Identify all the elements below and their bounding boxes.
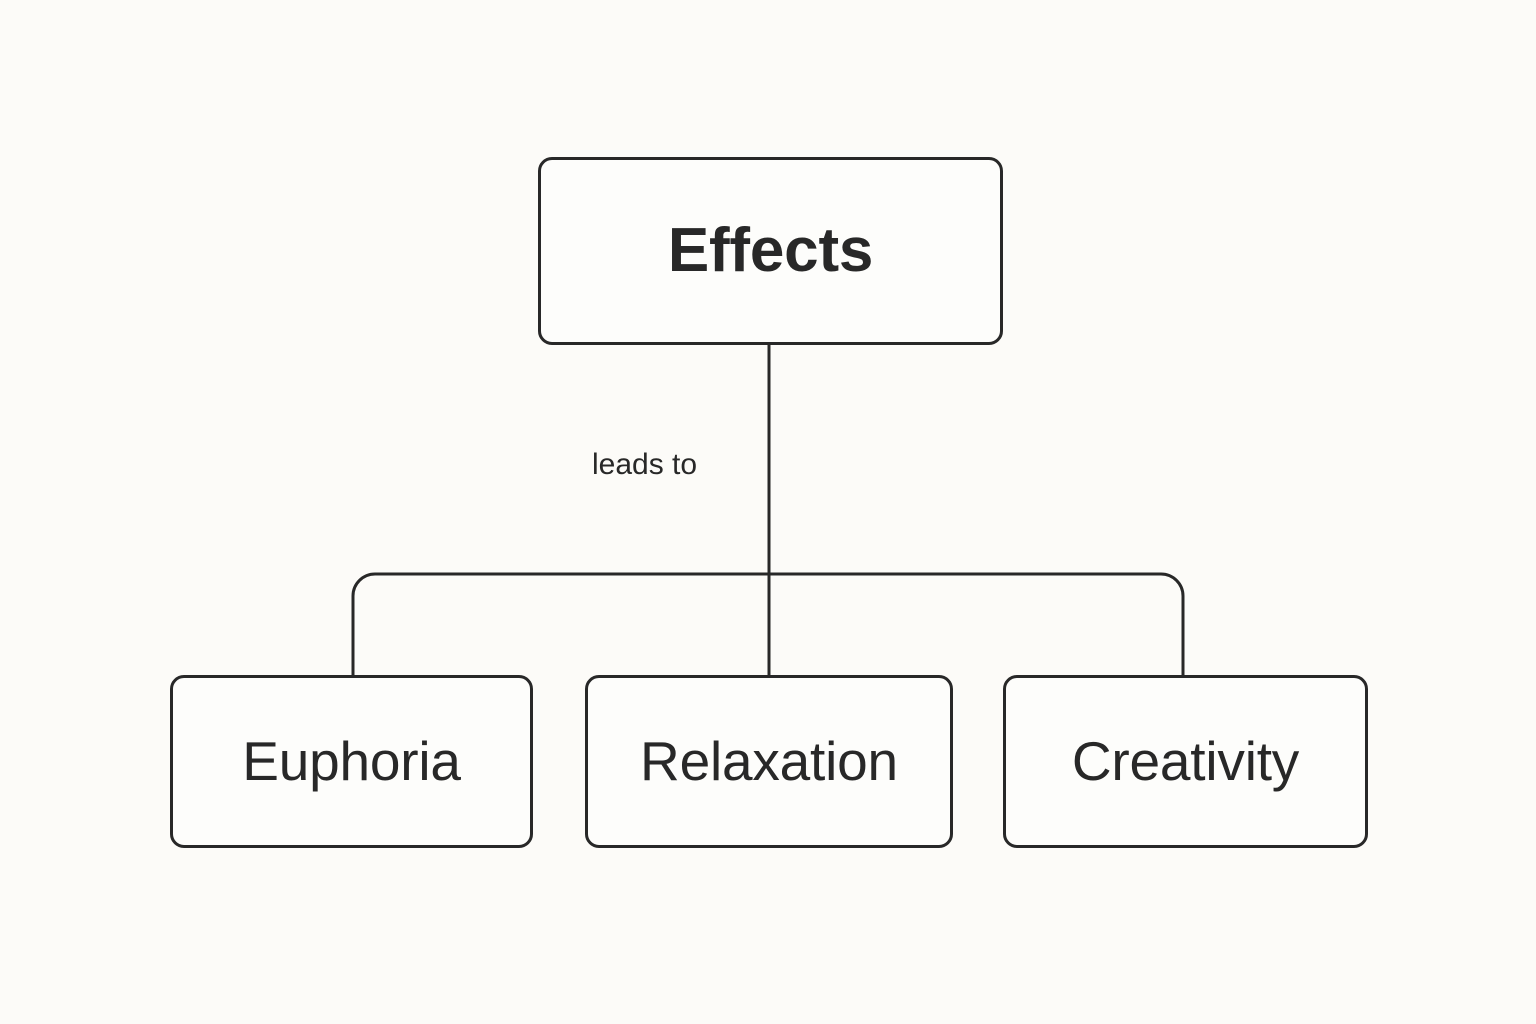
node-euphoria[interactable]: Euphoria <box>170 675 533 848</box>
node-effects-label: Effects <box>667 216 874 285</box>
node-relaxation-label: Relaxation <box>640 730 898 792</box>
node-creativity-label: Creativity <box>1071 730 1300 792</box>
node-euphoria-label: Euphoria <box>242 730 461 792</box>
edge-effects-to-euphoria <box>351 572 769 675</box>
edge-label-leads-to: leads to <box>586 448 704 482</box>
node-effects[interactable]: Effects <box>538 157 1003 345</box>
node-relaxation[interactable]: Relaxation <box>585 675 953 848</box>
edge-effects-to-creativity <box>769 572 1185 675</box>
node-creativity[interactable]: Creativity <box>1003 675 1368 848</box>
